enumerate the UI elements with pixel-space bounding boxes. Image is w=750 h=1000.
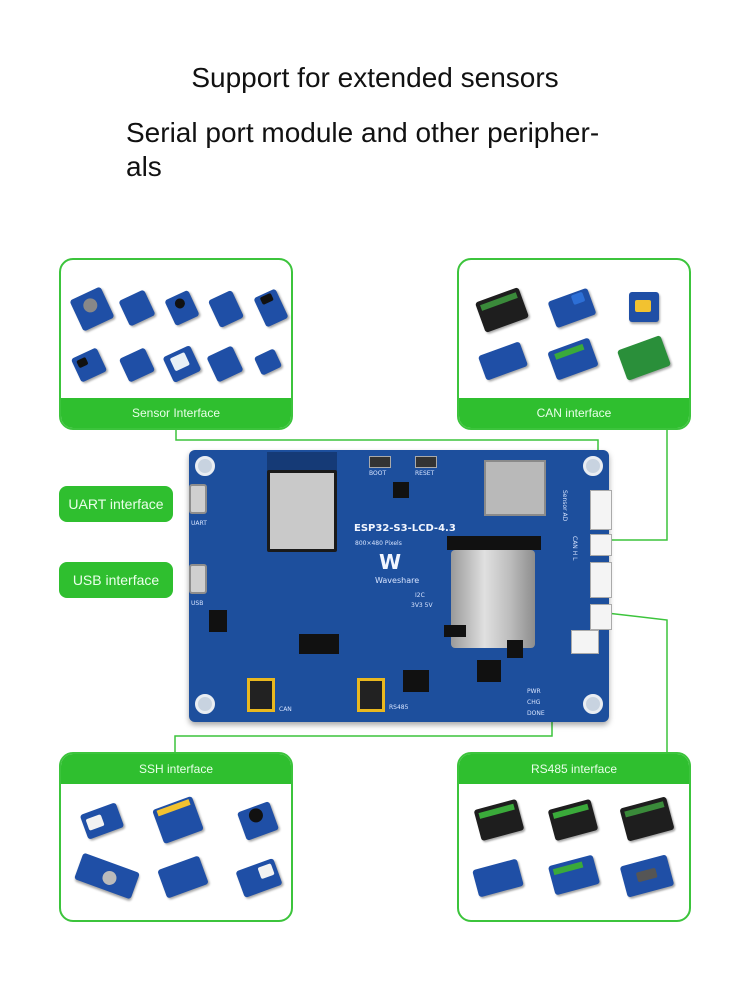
ssh-interface-label: SSH interface: [61, 754, 291, 784]
can-interface-panel: CAN interface: [457, 258, 691, 430]
rs485-silk: RS485: [389, 704, 409, 711]
reset-button[interactable]: [415, 456, 437, 468]
rs485-module-2: [547, 798, 599, 842]
waveshare-logo-mark: W: [379, 550, 402, 574]
photo-sensor-module: [70, 347, 108, 383]
usb-interface-button[interactable]: USB interface: [59, 562, 173, 598]
can-connector[interactable]: [590, 534, 612, 556]
rs485-interface-panel: RS485 interface: [457, 752, 691, 922]
humidity-sensor-module: [162, 344, 202, 384]
waveshare-brand: Waveshare: [375, 576, 420, 585]
rs485-module-4: [472, 858, 524, 898]
gas-sensor-module: [69, 286, 115, 332]
chip-4: [403, 670, 429, 692]
ssh-module-1: [79, 802, 125, 840]
tilt-sensor-module: [206, 345, 244, 383]
sensor-interface-label: Sensor Interface: [61, 398, 291, 428]
can-module-5: [547, 337, 599, 381]
sd-card-slot: [484, 460, 546, 516]
uart-silk: UART: [191, 520, 207, 527]
rs485-module-1: [473, 798, 525, 842]
battery-connector[interactable]: [571, 630, 599, 654]
mount-hole-bottom-left: [195, 694, 215, 714]
can-module-1: [474, 287, 530, 333]
chip-3: [477, 660, 501, 682]
chip-5: [209, 610, 227, 632]
done-led-label: DONE: [527, 710, 545, 717]
antenna-area: [267, 452, 337, 472]
sensor-interface-panel: Sensor Interface: [59, 258, 293, 430]
ssh-module-2: [152, 795, 204, 845]
chip-1: [393, 482, 409, 498]
ir-sensor-module: [253, 288, 289, 328]
can-jumper[interactable]: [247, 678, 275, 712]
uart-type-c-port[interactable]: [189, 484, 207, 514]
i2c-silk: I2C: [415, 592, 425, 599]
boot-silk: BOOT: [369, 470, 387, 477]
esp32-s3-lcd-board: BOOT RESET ESP32-S3-LCD-4.3 800×480 Pixe…: [189, 450, 612, 722]
can-silk: CAN: [279, 706, 292, 713]
rs485-connector[interactable]: [590, 604, 612, 630]
pwr-led-label: PWR: [527, 688, 541, 695]
flame-sensor-module: [164, 289, 200, 327]
ssh-module-6: [235, 858, 283, 898]
mount-hole-top-left: [195, 456, 215, 476]
mount-hole-bottom-right: [583, 694, 603, 714]
chg-led-label: CHG: [527, 699, 541, 706]
can-module-3: [629, 292, 659, 322]
subtitle-line-2: als: [126, 151, 162, 182]
usb-silk: USB: [191, 600, 204, 607]
rs485-module-3: [619, 796, 675, 842]
can-module-2: [547, 287, 597, 329]
ssh-interface-panel: SSH interface: [59, 752, 293, 922]
fpc-connector: [447, 536, 541, 550]
mount-hole-top-right: [583, 456, 603, 476]
reset-silk: RESET: [415, 470, 435, 477]
can-hl-silk: CAN H L: [571, 536, 578, 561]
subtitle-line-1: Serial port module and other peripher-: [126, 117, 600, 148]
boot-button[interactable]: [369, 456, 391, 468]
chip-7: [444, 625, 466, 637]
ssh-module-4: [74, 852, 140, 900]
can-module-4: [477, 341, 529, 381]
uart-interface-button[interactable]: UART interface: [59, 486, 173, 522]
esp32-module: [267, 470, 337, 552]
resolution-label: 800×480 Pixels: [355, 540, 402, 547]
chip-6: [507, 640, 523, 658]
can-interface-label: CAN interface: [459, 398, 689, 428]
sensor-ad-connector[interactable]: [590, 490, 612, 530]
page-subtitle: Serial port module and other peripher- a…: [126, 116, 626, 184]
can-module-6: [616, 335, 672, 381]
page-title: Support for extended sensors: [191, 62, 559, 93]
ssh-module-5: [157, 855, 209, 899]
rs485-module-6: [619, 854, 675, 898]
chip-2: [299, 634, 339, 654]
rs485-module-5: [547, 854, 601, 896]
hall-sensor-module: [118, 347, 156, 383]
sound-sensor-module: [118, 289, 156, 327]
i2c-connector[interactable]: [590, 562, 612, 598]
rotation-sensor-module: [207, 289, 245, 329]
rs485-jumper[interactable]: [357, 678, 385, 712]
voltage-silk: 3V3 5V: [411, 602, 433, 609]
rs485-interface-label: RS485 interface: [459, 754, 689, 784]
sensor-ad-silk: Sensor AD: [561, 490, 568, 522]
board-model-label: ESP32-S3-LCD-4.3: [354, 523, 456, 534]
ssh-module-3: [236, 801, 280, 841]
usb-type-c-port[interactable]: [189, 564, 207, 594]
temperature-sensor-module: [253, 348, 283, 376]
